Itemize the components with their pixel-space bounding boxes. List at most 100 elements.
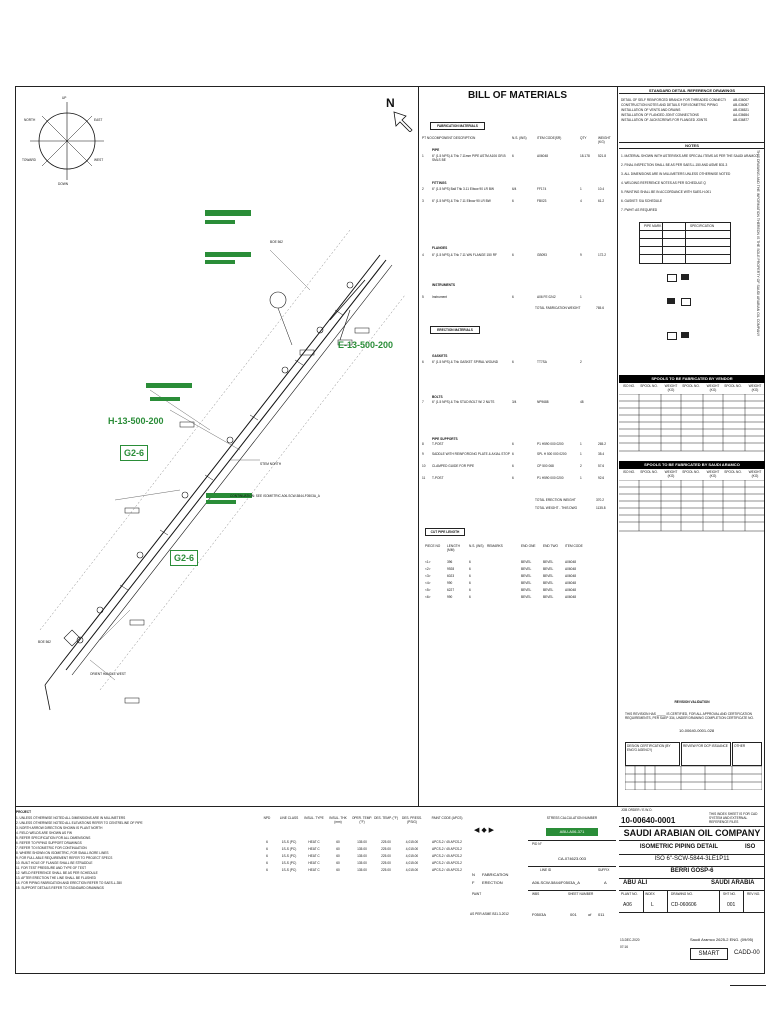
std-detail-desc: DETAIL OF SELF REINFORCED BRANCH FOR THR… [621, 98, 726, 102]
drawing-sheet [15, 86, 765, 974]
prefab-checkbox-filled[interactable] [681, 274, 689, 280]
stress-value: ABU-A06-371 [546, 828, 598, 836]
size-checkbox[interactable] [681, 298, 691, 306]
note-item: 5. PAINTING SHALL BE IN ACCORDANCE WITH … [621, 190, 711, 194]
bom-code: GB093 [537, 253, 547, 257]
company-name: SAUDI ARABIAN OIL COMPANY [623, 828, 761, 838]
bolts-subhdr: BOLTS [432, 395, 443, 399]
spool-header-cell: WEIGHT (KG) [664, 470, 678, 478]
bom-ns: 6/4 [512, 187, 517, 191]
size-checkbox-filled[interactable] [667, 298, 675, 304]
bom-ns: 6 [512, 154, 514, 158]
spool-header-cell: SPOOL NO. [682, 384, 700, 388]
line-table-cell: 135.00 [357, 847, 367, 851]
footer-note-line: 3. NORTH ARROW DIRECTION SHOWN IS PLANT … [16, 826, 103, 830]
job-order-label: JOB ORDER / E.W.O. [621, 808, 653, 812]
bom-qty: 1 [580, 452, 582, 456]
bom-wt: 265.2 [598, 442, 606, 446]
cut-title: CUT PIPE LENGTH [425, 528, 465, 536]
line-table-cell: HEAT C [308, 868, 320, 872]
instruments-subhdr: INSTRUMENTS [432, 283, 456, 287]
bom-wt: 35.4 [598, 452, 605, 456]
bom-qty: 1 [580, 442, 582, 446]
bom-pt: 1 [422, 154, 424, 158]
job-order-value: 10-00640-0001 [621, 816, 676, 825]
orient-handle-note: ORIENT HANDLE WEST [90, 672, 126, 676]
bom-fab-section: FABRICATION MATERIALS [430, 122, 485, 130]
revision-validation-title: REVISION VALIDATION [674, 700, 710, 704]
footer-notes-title: PROJECT [16, 810, 32, 814]
line-table-header-cell: OPER. TEMP. (°F) [351, 816, 373, 824]
design-certification-box: DESIGN CERTIFICATION (BY ENG'G AGENCY) [625, 742, 680, 766]
north-arrow-label: N [386, 96, 395, 110]
note-item: 2. FINAL INSPECTION SHALL BE AS PER SAES… [621, 163, 728, 167]
bom-desc: 6" (1.5 NPS) & Thk GASKET SPIRAL WOUND [432, 360, 499, 364]
cut-cell: 9928 [447, 567, 455, 571]
title-block-right: JOB ORDER / E.W.O. 10-00640-0001 THIS IN… [619, 808, 765, 968]
sheet-no-label: SHT NO. [723, 892, 736, 896]
cut-cell: <4> [425, 581, 431, 585]
bom-qty: 1 [580, 476, 582, 480]
bom-wt: 172.2 [598, 253, 606, 257]
cut-cell: BEVEL [543, 560, 554, 564]
footer-note-line: 1. UNLESS OTHERWISE NOTED ALL DIMENSIONS… [16, 816, 126, 820]
notes-title: NOTES [619, 142, 765, 149]
callout-g2-top: G2-6 [120, 445, 148, 461]
std-detail-code: AB-036877 [733, 118, 749, 122]
footer-note-line: 8. WHERE SHOWN ON ISOMETRIC, FOR SMALL B… [16, 851, 109, 855]
footer-note-line: 2. UNLESS OTHERWISE NOTED ALL ELEVATIONS… [16, 821, 143, 825]
cut-cell: <5> [425, 588, 431, 592]
bom-wt: 61.2 [598, 199, 605, 203]
bom-erect-section: ERECTION MATERIALS [430, 326, 480, 334]
compass-east-label: EAST [94, 118, 103, 122]
spec-table: PIPE MARK SPECIFICATION [639, 222, 731, 264]
std-detail-code: AB-036007 [733, 98, 749, 102]
spool-aramco-title: SPOOLS TO BE FABRICATED BY SAUDI ARAMCO [619, 461, 765, 469]
legend-f-label: F [472, 880, 475, 885]
prefab-checkbox[interactable] [667, 274, 677, 282]
bom-wt: 57.6 [598, 464, 605, 468]
bom-panel: BILL OF MATERIALS FABRICATION MATERIALS … [420, 88, 615, 518]
spec-col-spec: SPECIFICATION [690, 224, 715, 228]
line-table-cell: HEAT C [308, 854, 320, 858]
line-table-cell: 4,015.00 [405, 868, 419, 872]
line-table-cell: 225.00 [381, 847, 391, 851]
bom-desc: 6" (1.5 NPS) Ball Thk 3.11 Elbow 90 LR B… [432, 187, 494, 191]
std-detail-code: AA-036654 [733, 113, 749, 117]
cut-cell: 6 [469, 560, 471, 564]
line-table-cell: 6 [266, 854, 268, 858]
cut-header-cell: PIECE NO [425, 544, 441, 548]
cut-cell: BEVEL [521, 574, 532, 578]
line-table-cell: 1S-S (PC) [281, 847, 297, 851]
legend-block: ◀ ◆ ▶ N FABRICATION [470, 816, 526, 877]
line-table-cell: 225.00 [381, 861, 391, 865]
footer-notes: PROJECT 1. UNLESS OTHERWISE NOTED ALL DI… [16, 810, 256, 970]
line-table-cell: 225.00 [381, 868, 391, 872]
supports-subhdr: PIPE SUPPORTS [432, 437, 458, 441]
bom-qty: 2 [580, 464, 582, 468]
line-table-cell: 135.00 [357, 854, 367, 858]
cert-grid [624, 765, 763, 791]
suffix-label: SUFFIX [598, 868, 610, 872]
pipe-subhdr: PIPE [432, 148, 440, 152]
note-item: 4. WELDING REFERENCE NOTES AS PER SCHEDU… [621, 181, 706, 185]
bom-qty: 1 [580, 295, 582, 299]
right-panel-divider [617, 86, 618, 806]
line-table-cell: 60 [336, 840, 340, 844]
note-item: 1. MATERIAL SHOWN WITH ASTERISKS ARE SPE… [621, 154, 758, 158]
line-table-cell: HEAT C [308, 840, 320, 844]
bom-pt: 8 [422, 442, 424, 446]
footer-note-line: 13. AFTER ERECTION THE LINE SHALL BE FLU… [16, 876, 96, 880]
certificate-number: 10-00640-0001-028 [679, 728, 715, 733]
bom-code: NP9688 [537, 400, 549, 404]
footer-note-line: 5. REFER SPECIFICATION FOR ALL DIMENSION… [16, 836, 91, 840]
callout-g2-bottom: G2-6 [170, 550, 198, 566]
field-checkbox[interactable] [667, 332, 677, 340]
cut-cell: 6 [469, 595, 471, 599]
line-table-cell: APCS-2 / 45 APCS-2 [432, 840, 462, 844]
line-table-cell: 60 [336, 861, 340, 865]
field-checkbox-filled[interactable] [681, 332, 689, 338]
bom-pt: 5 [422, 295, 424, 299]
